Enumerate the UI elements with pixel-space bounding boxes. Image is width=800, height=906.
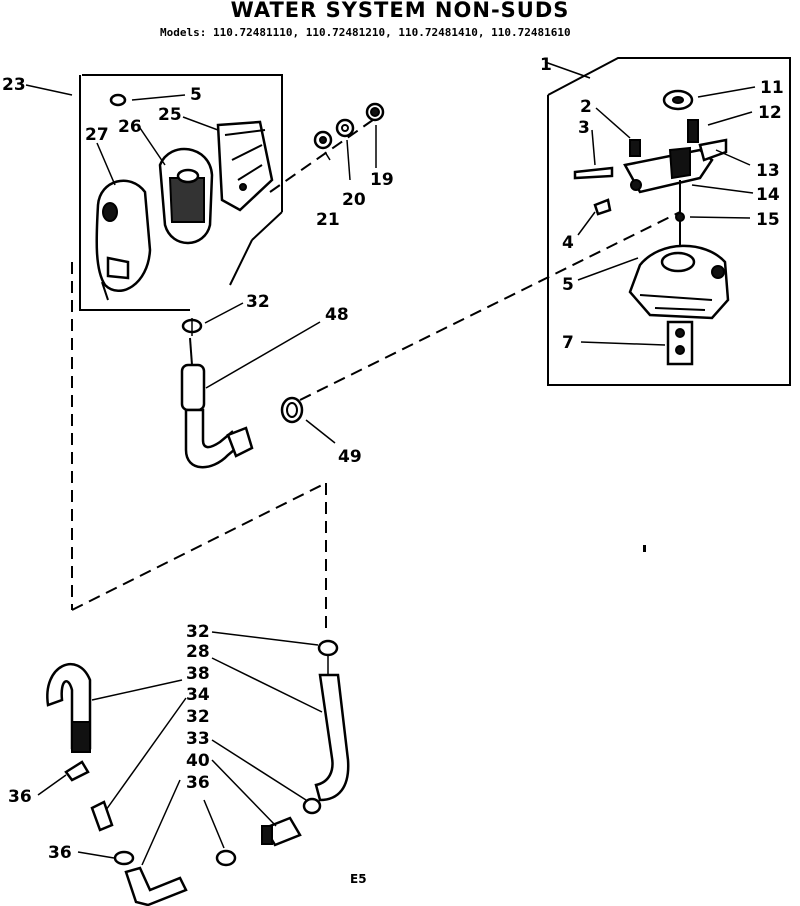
part-4-bolt [593,198,612,216]
part-12-spring [687,119,699,143]
part-48-hose [180,337,254,469]
part-40-hose [124,866,188,906]
callout-28: 28 [186,642,210,662]
parts-2-3-bolts [573,139,641,180]
model-numbers: Models: 110.72481110, 110.72481210, 110.… [160,26,571,39]
callout-labels: 23 5 25 26 27 19 20 21 1 2 3 11 12 13 14… [2,55,784,863]
outlet-assembly-box [79,74,283,311]
callout-26: 26 [118,117,142,137]
callout-13: 13 [756,161,780,181]
callout-7: 7 [562,333,574,353]
callout-5-clip: 5 [190,85,202,105]
part-36-clamp-lower-left [113,850,135,866]
callout-27: 27 [85,125,109,145]
part-33-fitting [261,816,302,847]
callout-36-left: 36 [8,787,32,807]
part-34-connector [90,800,114,832]
callout-23: 23 [2,75,26,95]
callout-21: 21 [316,210,340,230]
part-49-clamp [280,396,304,424]
callout-5-pump: 5 [562,275,574,295]
callout-36-middle: 36 [186,773,210,793]
callout-49: 49 [338,447,362,467]
part-11-pulley [662,89,694,111]
callout-19: 19 [370,170,394,190]
callout-25: 25 [158,105,182,125]
part-25-filter-cover [216,120,274,212]
callout-40: 40 [186,751,210,771]
callout-32-upper: 32 [246,292,270,312]
page-code: E5 [350,872,367,886]
callout-2: 2 [580,97,592,117]
callout-34: 34 [186,685,210,705]
part-36-clamp-left [64,760,90,782]
part-7-seal-kit [666,320,694,366]
part-32-clamp-top [317,639,339,675]
part-32-clamp-lower [302,797,322,815]
part-38-hose [46,662,92,753]
callout-32-top: 32 [186,622,210,642]
speck-mark [643,545,646,552]
callout-32-lower: 32 [186,707,210,727]
callout-14: 14 [756,185,780,205]
callout-3: 3 [578,118,590,138]
part-27-outlet-housing [95,179,152,301]
callout-4: 4 [562,233,574,253]
parts-19-20-21-washers [313,102,385,150]
callout-33: 33 [186,729,210,749]
part-36-clamp-middle [215,849,237,867]
leader-lines [25,61,756,866]
part-26-filter-screen [158,147,214,245]
callout-11: 11 [760,78,784,98]
part-5-pump [628,244,730,320]
part-5-clip-small [109,93,127,107]
callout-36-lower-left: 36 [48,843,72,863]
callout-38: 38 [186,664,210,684]
callout-12: 12 [758,103,782,123]
callout-48: 48 [325,305,349,325]
callout-1: 1 [540,55,552,75]
part-28-hose [314,673,350,802]
pump-assembly-box [547,57,791,386]
assembly-dashed-lines [71,114,681,630]
callout-20: 20 [342,190,366,210]
part-32-clamp-upper [181,318,203,336]
callout-15: 15 [756,210,780,230]
part-13-14-mounting-bracket [623,138,728,194]
diagram-title: WATER SYSTEM NON-SUDS [230,0,570,22]
